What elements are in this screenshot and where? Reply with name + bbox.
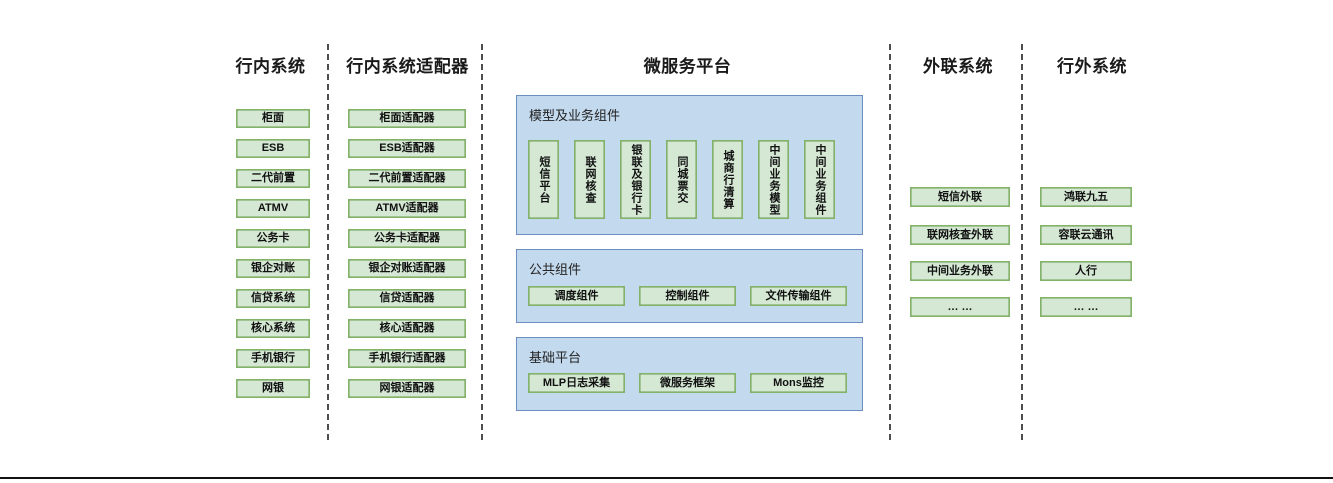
node-model-4[interactable]: 同城票交 xyxy=(666,140,697,219)
node-adapter-9[interactable]: 手机银行适配器 xyxy=(348,349,466,368)
node-intra-2[interactable]: ESB xyxy=(236,139,310,158)
node-outside-1[interactable]: 鸿联九五 xyxy=(1040,187,1132,207)
node-outside-2[interactable]: 容联云通讯 xyxy=(1040,225,1132,245)
node-outside-3[interactable]: 人行 xyxy=(1040,261,1132,281)
node-model-1[interactable]: 短信平台 xyxy=(528,140,559,219)
node-base-1[interactable]: MLP日志采集 xyxy=(528,373,625,393)
node-intra-9[interactable]: 手机银行 xyxy=(236,349,310,368)
column-header-microservice-platform: 微服务平台 xyxy=(643,57,732,76)
panel-title-base-platform: 基础平台 xyxy=(529,350,582,365)
node-adapter-3[interactable]: 二代前置适配器 xyxy=(348,169,466,188)
node-model-2[interactable]: 联网核查 xyxy=(574,140,605,219)
column-header-outside-bank-systems: 行外系统 xyxy=(1057,57,1127,76)
divider-3 xyxy=(889,44,891,440)
bottom-rule xyxy=(0,477,1333,479)
node-outside-4[interactable]: … … xyxy=(1040,297,1132,317)
node-external-1[interactable]: 短信外联 xyxy=(910,187,1010,207)
node-public-3[interactable]: 文件传输组件 xyxy=(750,286,847,306)
column-header-external-link-systems: 外联系统 xyxy=(923,57,993,76)
node-external-4[interactable]: … … xyxy=(910,297,1010,317)
node-model-3[interactable]: 银联及银行卡 xyxy=(620,140,651,219)
panel-title-public-components: 公共组件 xyxy=(529,262,582,277)
node-model-5[interactable]: 城商行清算 xyxy=(712,140,743,219)
node-base-3[interactable]: Mons监控 xyxy=(750,373,847,393)
node-intra-4[interactable]: ATMV xyxy=(236,199,310,218)
node-base-2[interactable]: 微服务框架 xyxy=(639,373,736,393)
node-intra-7[interactable]: 信贷系统 xyxy=(236,289,310,308)
node-model-6[interactable]: 中间业务模型 xyxy=(758,140,789,219)
node-intra-1[interactable]: 柜面 xyxy=(236,109,310,128)
node-intra-3[interactable]: 二代前置 xyxy=(236,169,310,188)
node-adapter-8[interactable]: 核心适配器 xyxy=(348,319,466,338)
divider-2 xyxy=(481,44,483,440)
node-intra-6[interactable]: 银企对账 xyxy=(236,259,310,278)
node-adapter-6[interactable]: 银企对账适配器 xyxy=(348,259,466,278)
node-intra-10[interactable]: 网银 xyxy=(236,379,310,398)
column-header-intra-bank-systems: 行内系统 xyxy=(235,57,306,76)
node-public-1[interactable]: 调度组件 xyxy=(528,286,625,306)
node-adapter-1[interactable]: 柜面适配器 xyxy=(348,109,466,128)
node-adapter-2[interactable]: ESB适配器 xyxy=(348,139,466,158)
divider-1 xyxy=(327,44,329,440)
panel-title-model-business-components: 模型及业务组件 xyxy=(529,108,621,123)
node-intra-5[interactable]: 公务卡 xyxy=(236,229,310,248)
node-adapter-10[interactable]: 网银适配器 xyxy=(348,379,466,398)
node-adapter-5[interactable]: 公务卡适配器 xyxy=(348,229,466,248)
divider-4 xyxy=(1021,44,1023,440)
node-external-2[interactable]: 联网核查外联 xyxy=(910,225,1010,245)
node-adapter-7[interactable]: 信贷适配器 xyxy=(348,289,466,308)
node-external-3[interactable]: 中间业务外联 xyxy=(910,261,1010,281)
column-header-intra-bank-adapters: 行内系统适配器 xyxy=(346,57,469,76)
node-model-7[interactable]: 中间业务组件 xyxy=(804,140,835,219)
node-adapter-4[interactable]: ATMV适配器 xyxy=(348,199,466,218)
node-public-2[interactable]: 控制组件 xyxy=(639,286,736,306)
node-intra-8[interactable]: 核心系统 xyxy=(236,319,310,338)
